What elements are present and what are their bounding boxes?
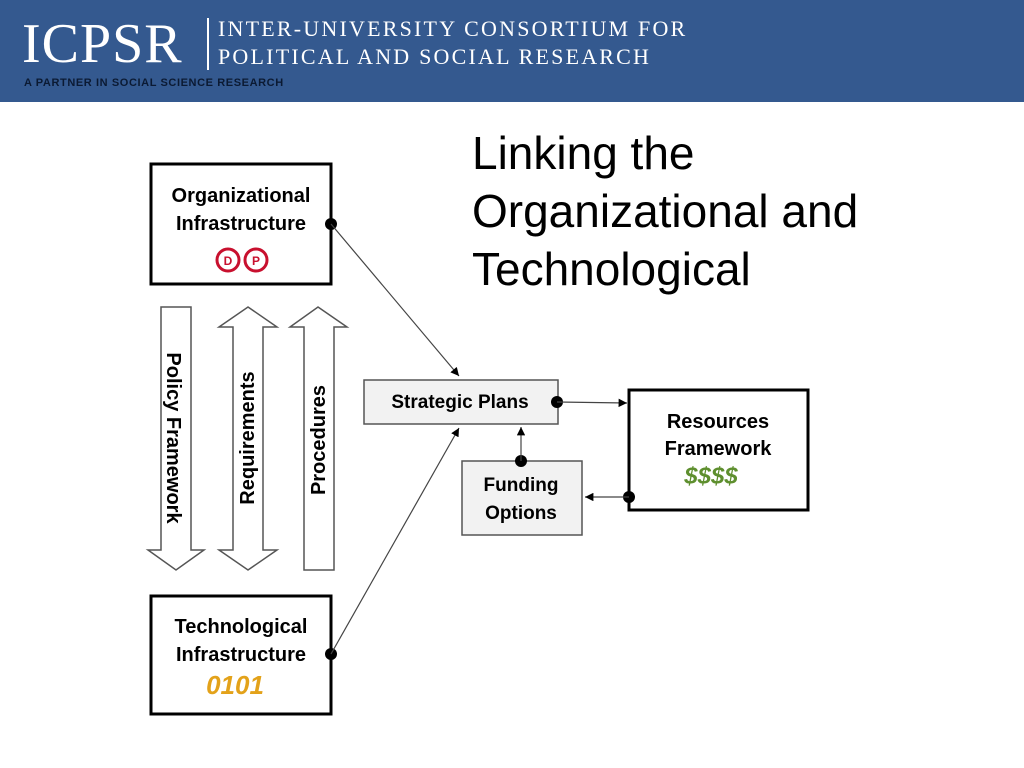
org-infra-line2: Infrastructure	[176, 213, 306, 235]
dp-logo-d: D	[224, 254, 233, 268]
tech-infrastructure-box: Technological Infrastructure 0101	[149, 594, 337, 716]
title-line1: Linking the	[472, 127, 695, 179]
policy-framework-label: Policy Framework	[162, 352, 184, 524]
strategic-plans-label: Strategic Plans	[391, 392, 528, 413]
icpsr-logo: ICPSR	[22, 13, 183, 75]
header-banner: ICPSR INTER-UNIVERSITY CONSORTIUM FOR PO…	[0, 0, 1024, 102]
funding-line1: Funding	[484, 475, 559, 496]
logo-divider	[207, 18, 209, 70]
dp-logo-p: P	[252, 254, 260, 268]
slide-title: Linking the Organizational and Technolog…	[472, 124, 992, 298]
policy-framework-arrow: Policy Framework	[145, 306, 207, 571]
org-name-line1: INTER-UNIVERSITY CONSORTIUM FOR	[218, 16, 688, 41]
dollar-symbol: $$$$	[683, 463, 738, 490]
dp-logo-icon: D P	[215, 247, 269, 273]
tagline: A PARTNER IN SOCIAL SCIENCE RESEARCH	[24, 77, 284, 89]
requirements-arrow: Requirements	[216, 306, 280, 571]
org-to-plans-arrow	[330, 223, 460, 377]
resources-line1: Resources	[667, 411, 769, 433]
plans-to-resources-arrow	[556, 398, 628, 408]
requirements-label: Requirements	[237, 371, 259, 504]
resources-framework-box: Resources Framework $$$$	[623, 388, 810, 512]
tech-infra-line2: Infrastructure	[176, 644, 306, 666]
org-infrastructure-box: Organizational Infrastructure D P	[149, 162, 337, 286]
org-name-line2: POLITICAL AND SOCIAL RESEARCH	[218, 44, 652, 69]
title-line2: Organizational and	[472, 185, 859, 237]
resources-line2: Framework	[665, 438, 773, 460]
tech-infra-line1: Technological	[175, 616, 308, 638]
title-line3: Technological	[472, 243, 751, 295]
tech-to-plans-arrow	[330, 427, 460, 655]
procedures-arrow: Procedures	[287, 306, 350, 571]
funding-options-box: Funding Options	[461, 455, 583, 536]
funding-line2: Options	[485, 503, 557, 524]
strategic-plans-box: Strategic Plans	[363, 379, 563, 425]
procedures-label: Procedures	[308, 385, 330, 495]
binary-symbol: 0101	[206, 670, 264, 700]
org-infra-line1: Organizational	[172, 185, 311, 207]
